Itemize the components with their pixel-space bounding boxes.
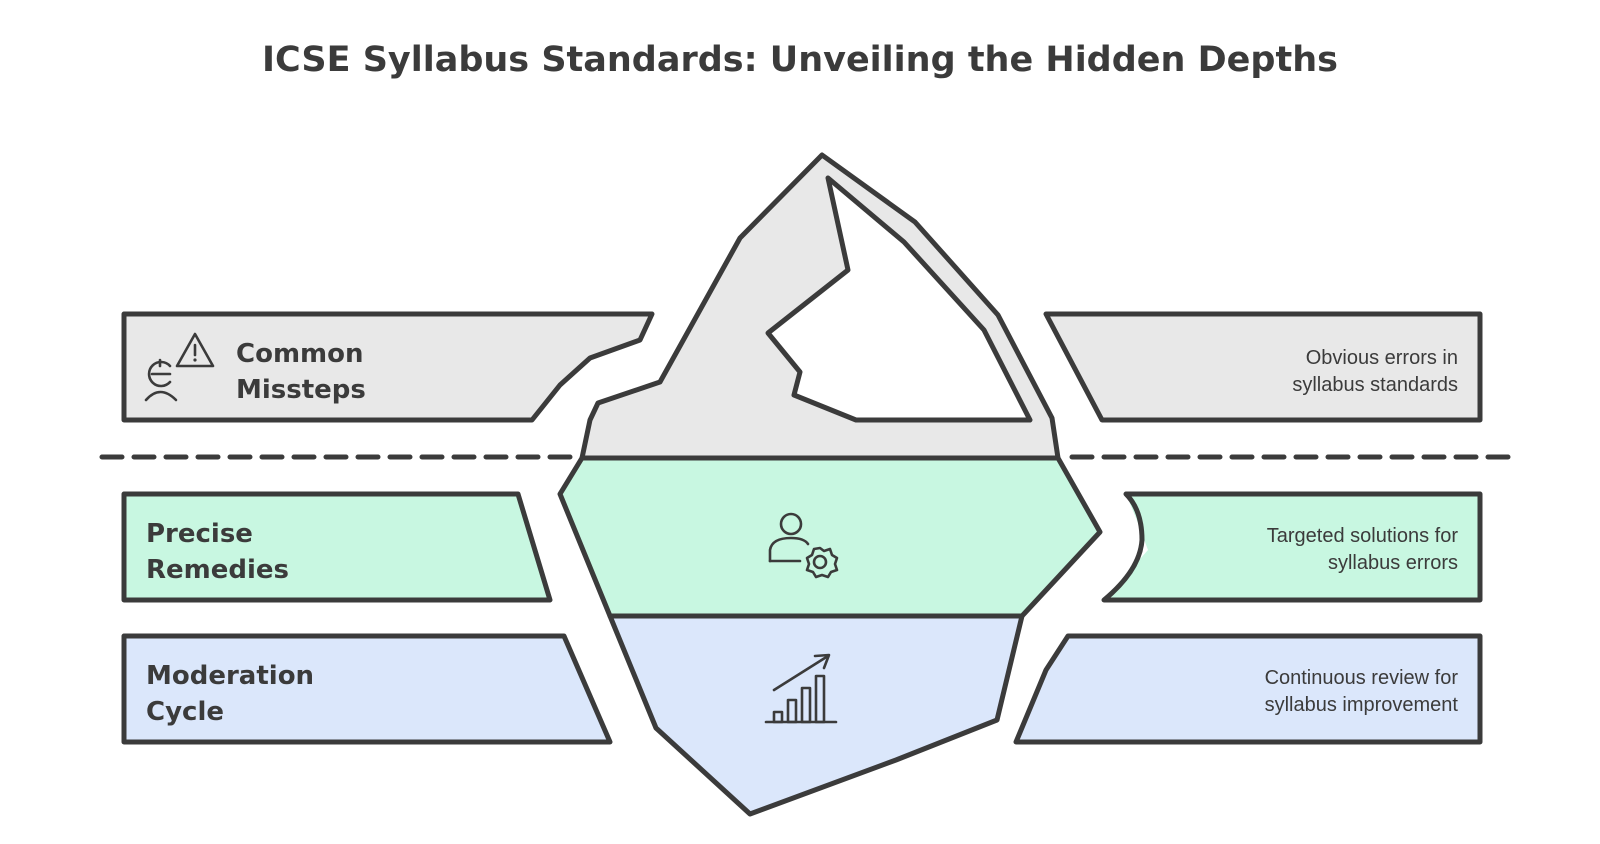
layer-label-precise-line2: Remedies (146, 555, 289, 585)
iceberg (557, 152, 1103, 817)
left-panel-moderation-cycle (121, 633, 613, 745)
left-panel-precise-remedies (121, 491, 553, 603)
iceberg-outline (557, 152, 1103, 817)
iceberg-tip-highlight (768, 178, 1030, 420)
right-panel-moderation-cycle (1013, 633, 1483, 745)
layer-label-moderation-line1: Moderation (146, 661, 314, 691)
user-gear-icon (768, 512, 839, 579)
layer-desc-precise-line2: syllabus errors (1328, 552, 1458, 574)
layer-label-common-line1: Common (236, 339, 364, 369)
layer-desc-common-line2: syllabus standards (1292, 374, 1458, 396)
diagram-title: ICSE Syllabus Standards: Unveiling the H… (262, 40, 1338, 80)
right-panel-precise-remedies (1101, 491, 1483, 603)
iceberg-tip-outline (765, 175, 1033, 423)
warning-person-icon (144, 332, 215, 402)
layer-desc-precise-line1: Targeted solutions for (1267, 525, 1459, 547)
growth-chart-icon (764, 653, 838, 724)
left-panel-common-missteps (121, 311, 655, 423)
layer-desc-common-line1: Obvious errors in (1306, 347, 1458, 369)
layer-label-precise-line1: Precise (146, 519, 253, 549)
iceberg-middle-layer (560, 458, 1100, 616)
right-panel-common-missteps (1043, 311, 1483, 423)
layer-desc-moderation-line2: syllabus improvement (1265, 694, 1459, 716)
layer-label-moderation-line2: Cycle (146, 697, 224, 727)
layer-desc-moderation-line1: Continuous review for (1265, 667, 1459, 689)
layer-label-common-line2: Missteps (236, 375, 366, 405)
